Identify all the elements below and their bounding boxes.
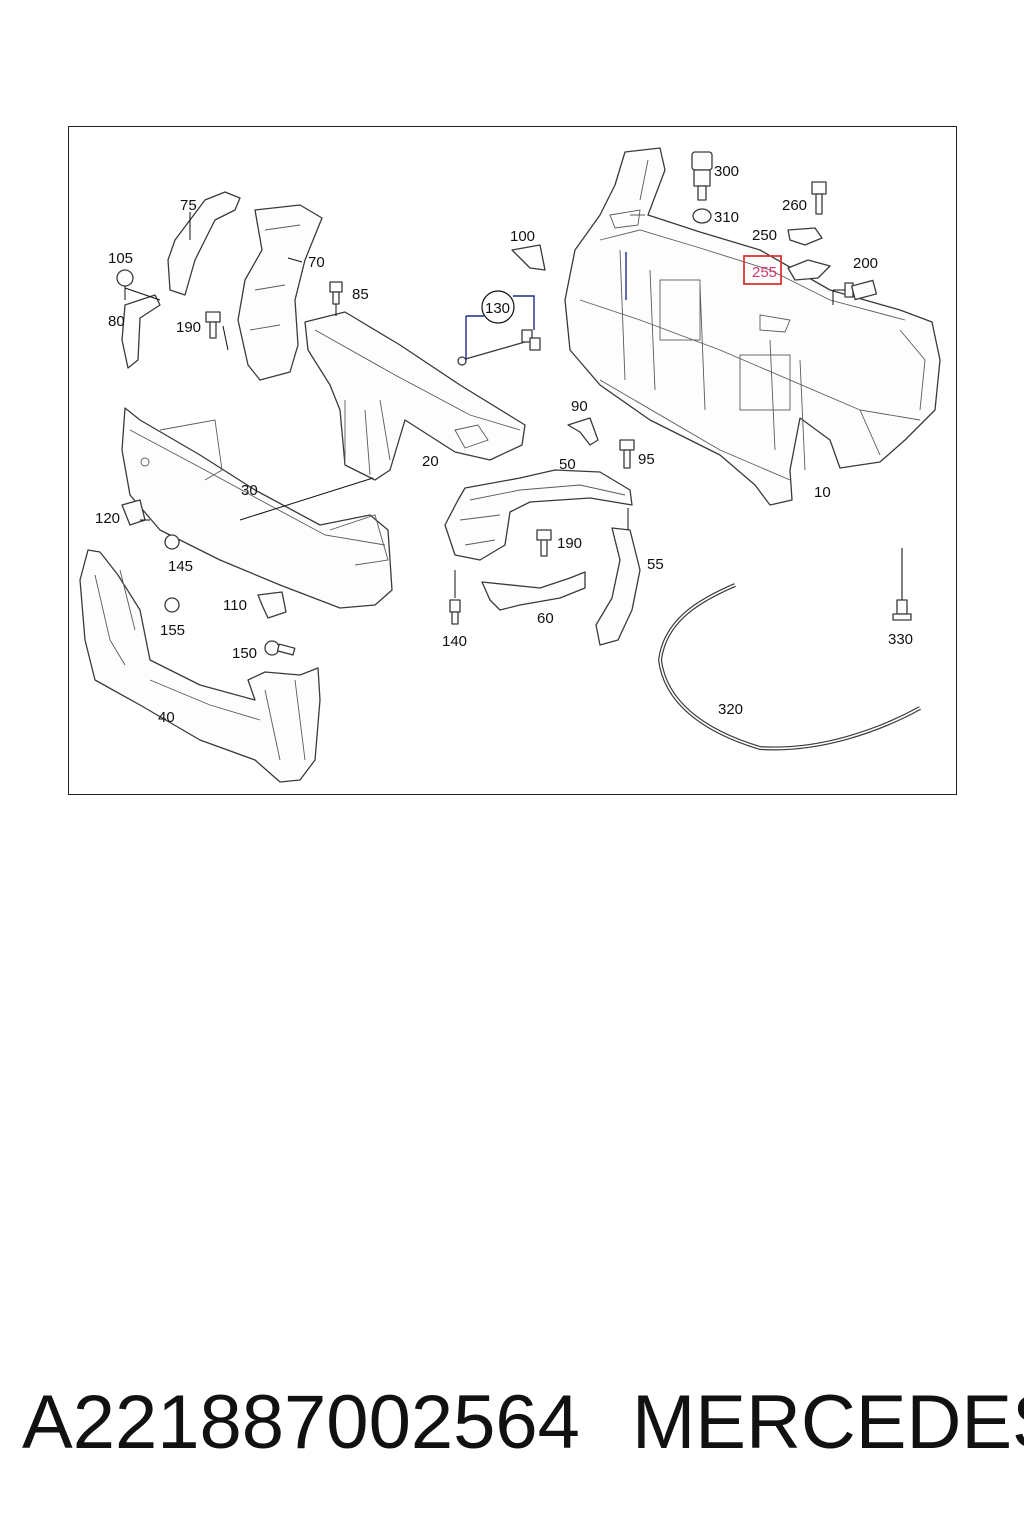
label-120: 120 xyxy=(95,510,120,527)
part-260-screw xyxy=(811,181,827,215)
part-95-screw xyxy=(619,439,635,469)
part-90-bracket xyxy=(567,417,599,446)
label-190-center: 190 xyxy=(557,535,582,552)
part-150-screw xyxy=(264,640,296,656)
label-190-left: 190 xyxy=(176,319,201,336)
label-330: 330 xyxy=(888,631,913,648)
part-255-cover xyxy=(787,259,831,281)
part-100-bracket xyxy=(511,244,546,271)
diagram-frame xyxy=(68,126,957,795)
label-250: 250 xyxy=(752,227,777,244)
part-130-rod xyxy=(457,329,541,366)
label-150: 150 xyxy=(232,645,257,662)
label-80: 80 xyxy=(108,313,125,330)
part-190a-screw xyxy=(205,311,221,339)
part-55-bracket xyxy=(595,527,641,646)
highlight-box-255 xyxy=(743,255,782,285)
brand-name: MERCEDES xyxy=(632,1380,1024,1465)
label-90: 90 xyxy=(571,398,588,415)
part-10-front-carrier xyxy=(564,147,941,506)
part-330-rivet xyxy=(892,548,912,621)
label-50: 50 xyxy=(559,456,576,473)
label-100: 100 xyxy=(510,228,535,245)
part-30-bumper-beam xyxy=(121,407,393,609)
label-95: 95 xyxy=(638,451,655,468)
label-255: 255 xyxy=(752,264,777,281)
part-120-bracket xyxy=(121,499,146,526)
part-number: A221887002564 xyxy=(22,1380,580,1465)
part-85-screw xyxy=(329,281,343,305)
label-310: 310 xyxy=(714,209,739,226)
label-300: 300 xyxy=(714,163,739,180)
part-200-screw xyxy=(844,279,878,301)
part-75-bracket xyxy=(167,191,241,296)
part-190b-screw xyxy=(536,529,552,557)
label-130: 130 xyxy=(485,300,510,317)
label-55: 55 xyxy=(647,556,664,573)
part-40-lower-carrier xyxy=(79,549,321,783)
part-145-screw xyxy=(164,534,180,550)
footer-caption: A221887002564 MERCEDES xyxy=(22,1378,1024,1468)
label-20: 20 xyxy=(422,453,439,470)
part-labels: 10 20 30 40 50 55 60 70 75 80 85 90 95 1… xyxy=(95,163,913,726)
part-250-clip xyxy=(787,227,823,246)
part-155-screw xyxy=(164,597,180,613)
part-20-upper-cross-member xyxy=(304,311,526,481)
label-105: 105 xyxy=(108,250,133,267)
label-70: 70 xyxy=(308,254,325,271)
part-310-nut xyxy=(692,208,712,224)
part-110-bracket xyxy=(257,591,287,619)
label-10: 10 xyxy=(814,484,831,501)
callout-circle-130 xyxy=(481,290,515,324)
part-105-screw xyxy=(116,269,134,287)
label-75: 75 xyxy=(180,197,197,214)
part-60-bracket xyxy=(481,571,586,611)
part-80-bracket xyxy=(121,294,161,369)
label-60: 60 xyxy=(537,610,554,627)
part-70-support xyxy=(237,204,323,381)
label-140: 140 xyxy=(442,633,467,650)
part-140-screw xyxy=(449,599,461,625)
label-30: 30 xyxy=(241,482,258,499)
label-40: 40 xyxy=(158,709,175,726)
label-200: 200 xyxy=(853,255,878,272)
label-155: 155 xyxy=(160,622,185,639)
part-320-seal xyxy=(657,583,921,751)
label-260: 260 xyxy=(782,197,807,214)
part-50-air-duct xyxy=(444,469,633,561)
part-300-bumper-stop xyxy=(691,151,713,201)
leader-lines xyxy=(124,212,845,598)
label-110: 110 xyxy=(223,597,247,614)
label-85: 85 xyxy=(352,286,369,303)
label-145: 145 xyxy=(168,558,193,575)
label-320: 320 xyxy=(718,701,743,718)
